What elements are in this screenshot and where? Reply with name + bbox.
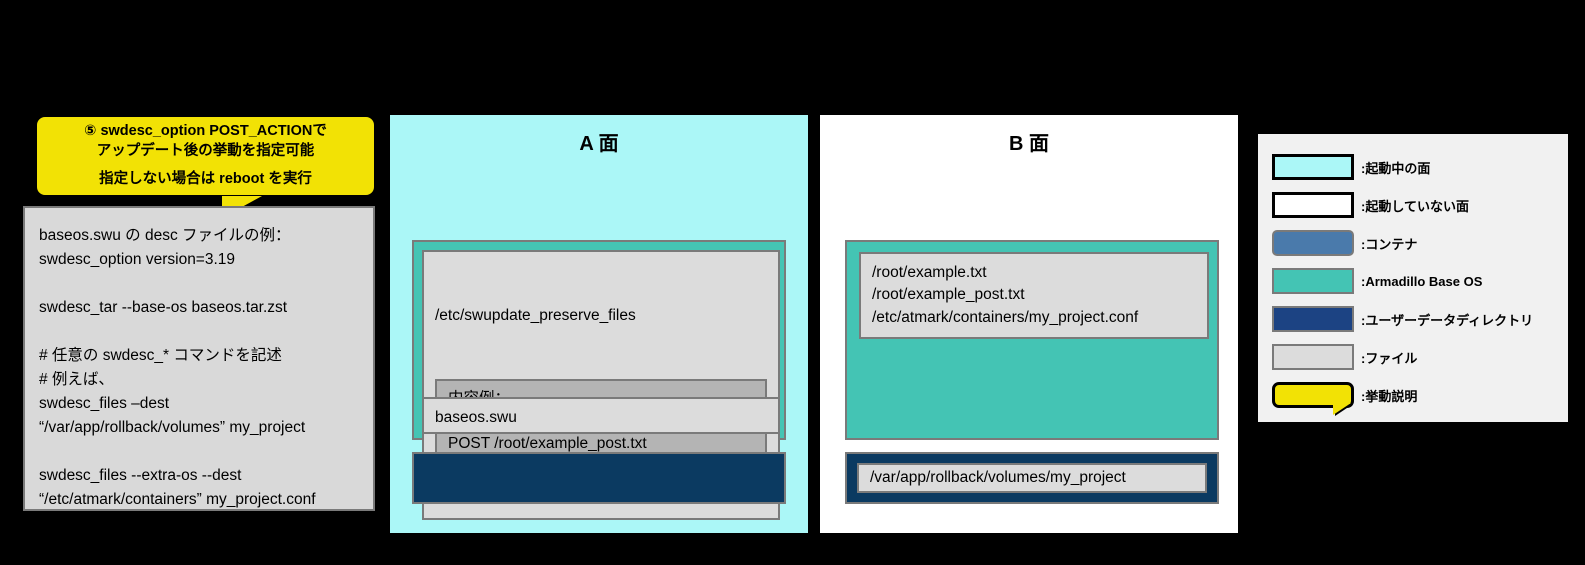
callout-line-2: アップデート後の挙動を指定可能 bbox=[96, 142, 315, 159]
container-swatch bbox=[1272, 230, 1354, 256]
file-swatch bbox=[1272, 344, 1354, 370]
panel-b-userdata-path-file: /var/app/rollback/volumes/my_project bbox=[857, 463, 1207, 493]
inactive-side-swatch bbox=[1272, 192, 1354, 218]
panel-b-baseos-block: /root/example.txt /root/example_post.txt… bbox=[845, 240, 1219, 440]
panel-a-title: A 面 bbox=[579, 133, 619, 155]
panel-a-side: A 面 /etc/swupdate_preserve_files 内容例： /r… bbox=[390, 115, 808, 533]
behavior-callout: ⑤ swdesc_option POST_ACTIONで アップデート後の挙動を… bbox=[33, 113, 378, 199]
callout-swatch bbox=[1272, 382, 1354, 408]
legend-item: :コンテナ bbox=[1272, 224, 1568, 262]
panel-a-userdata-block bbox=[412, 452, 786, 504]
callout-line-3: 指定しない場合は reboot を実行 bbox=[99, 171, 312, 188]
legend-label: :コンテナ bbox=[1361, 236, 1418, 252]
panel-b-userdata-block: /var/app/rollback/volumes/my_project bbox=[845, 452, 1219, 504]
callout-line-1: ⑤ swdesc_option POST_ACTIONで bbox=[84, 123, 327, 140]
legend-label: :ユーザーデータディレクトリ bbox=[1361, 312, 1534, 328]
userdata-swatch bbox=[1272, 306, 1354, 332]
legend-item: :ファイル bbox=[1272, 338, 1568, 376]
legend-item: :ユーザーデータディレクトリ bbox=[1272, 300, 1568, 338]
desc-file-example-box: baseos.swu の desc ファイルの例： swdesc_option … bbox=[23, 206, 375, 511]
baseos-swatch bbox=[1272, 268, 1354, 294]
legend-item: :起動していない面 bbox=[1272, 186, 1568, 224]
legend-label: :Armadillo Base OS bbox=[1361, 273, 1483, 289]
legend-label: :起動中の面 bbox=[1361, 160, 1431, 176]
panel-a-preserve-files-name: /etc/swupdate_preserve_files bbox=[435, 306, 636, 324]
legend-label: :ファイル bbox=[1361, 350, 1418, 366]
legend-item: :挙動説明 bbox=[1272, 376, 1568, 414]
panel-a-baseos-block: /etc/swupdate_preserve_files 内容例： /root/… bbox=[412, 240, 786, 520]
panel-b-side: B 面 /root/example.txt /root/example_post… bbox=[820, 115, 1238, 533]
panel-a-swu-file: baseos.swu bbox=[422, 397, 780, 434]
active-side-swatch bbox=[1272, 154, 1354, 180]
panel-b-restored-files-file: /root/example.txt /root/example_post.txt… bbox=[859, 252, 1209, 340]
legend: :起動中の面 :起動していない面 :コンテナ :Armadillo Base O… bbox=[1258, 134, 1568, 422]
panel-b-title: B 面 bbox=[1009, 133, 1049, 155]
legend-item: :Armadillo Base OS bbox=[1272, 262, 1568, 300]
legend-label: :挙動説明 bbox=[1361, 388, 1418, 404]
legend-label: :起動していない面 bbox=[1361, 198, 1469, 214]
legend-item: :起動中の面 bbox=[1272, 148, 1568, 186]
